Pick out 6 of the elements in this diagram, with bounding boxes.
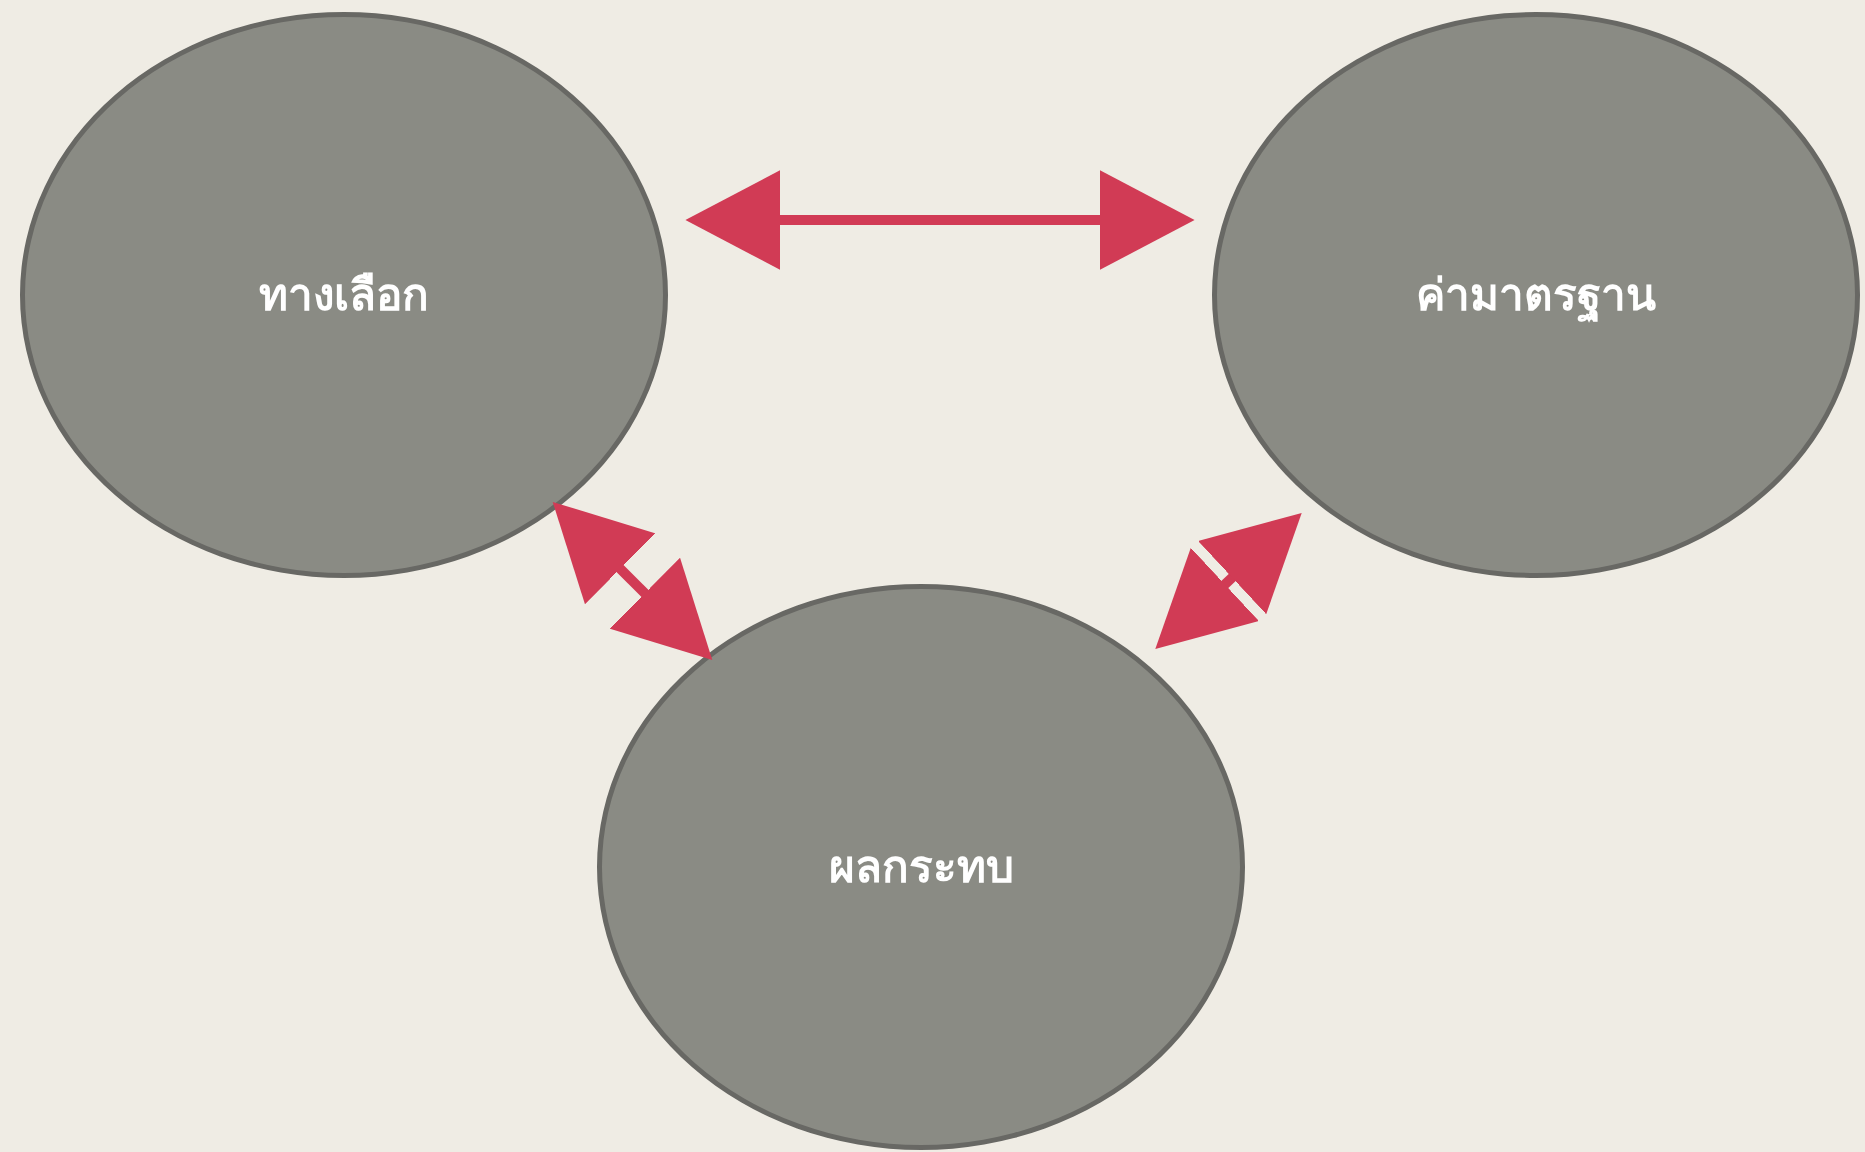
double-arrow — [685, 170, 1195, 270]
double-arrow — [552, 501, 713, 661]
node-label: ผลกระทบ — [828, 841, 1014, 893]
node-label: ทางเลือก — [259, 269, 429, 321]
double-arrow — [1155, 512, 1302, 650]
node-label: ค่ามาตรฐาน — [1416, 262, 1656, 328]
